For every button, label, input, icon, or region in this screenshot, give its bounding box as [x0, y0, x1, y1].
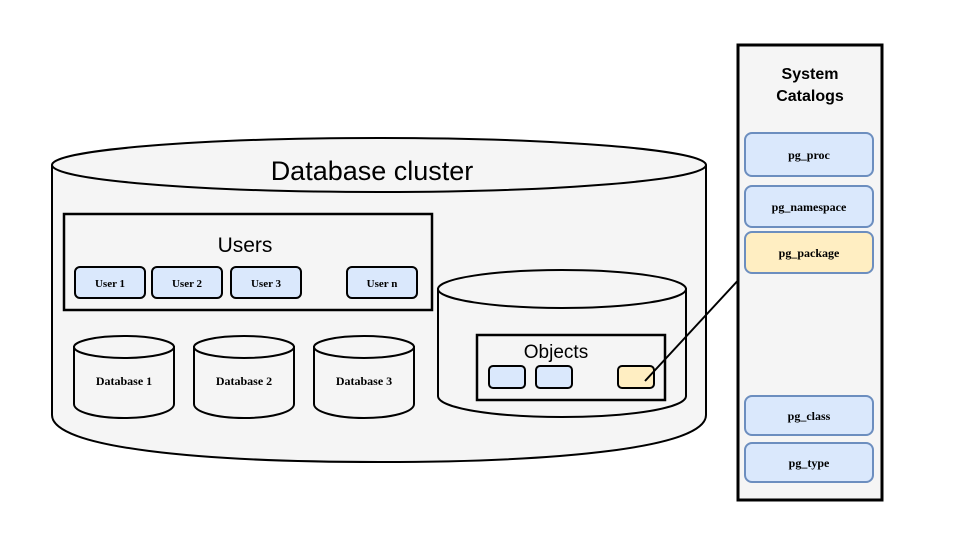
- objects-group-title: Objects: [524, 342, 588, 363]
- database-cylinder-label: Database 1: [96, 374, 152, 388]
- catalog-entry-label: pg_proc: [788, 148, 830, 162]
- user-chip-label: User 2: [172, 278, 203, 290]
- cluster-title: Database cluster: [271, 156, 474, 186]
- user-chip-3[interactable]: User 3: [230, 266, 302, 299]
- catalog-entry-pg-namespace[interactable]: pg_namespace: [744, 185, 874, 228]
- database-cylinder-1[interactable]: Database 1: [73, 335, 175, 420]
- catalog-entry-label: pg_class: [788, 409, 831, 423]
- catalog-entry-pg-type[interactable]: pg_type: [744, 442, 874, 483]
- user-chip-label: User 1: [95, 278, 125, 290]
- users-group[interactable]: Users User 1 User 2 User 3 User n: [62, 212, 434, 312]
- catalog-entry-pg-package[interactable]: pg_package: [744, 231, 874, 274]
- catalog-entry-pg-class[interactable]: pg_class: [744, 395, 874, 436]
- objects-cylinder[interactable]: Objects: [437, 269, 687, 419]
- user-chip-n[interactable]: User n: [346, 266, 418, 299]
- system-catalogs-title-line2: Catalogs: [776, 88, 844, 105]
- objects-group[interactable]: Objects: [475, 333, 667, 402]
- users-group-title: Users: [218, 234, 273, 257]
- catalog-entry-pg-proc[interactable]: pg_proc: [744, 132, 874, 177]
- database-cylinder-label: Database 2: [216, 374, 272, 388]
- user-chip-1[interactable]: User 1: [74, 266, 146, 299]
- database-cylinder-label: Database 3: [336, 374, 392, 388]
- object-box-3-highlighted[interactable]: [617, 365, 655, 389]
- user-chip-label: User 3: [251, 278, 282, 290]
- system-catalogs-title-line1: System: [782, 66, 839, 83]
- object-box-2[interactable]: [535, 365, 573, 389]
- catalog-entry-label: pg_namespace: [772, 200, 847, 214]
- catalog-entry-label: pg_type: [789, 456, 830, 470]
- user-chip-2[interactable]: User 2: [151, 266, 223, 299]
- database-cylinder-3[interactable]: Database 3: [313, 335, 415, 420]
- database-cylinder-2[interactable]: Database 2: [193, 335, 295, 420]
- user-chip-label: User n: [367, 278, 398, 290]
- catalog-entry-label: pg_package: [779, 246, 840, 260]
- object-box-1[interactable]: [488, 365, 526, 389]
- system-catalogs-panel[interactable]: System Catalogs pg_proc pg_namespace pg_…: [736, 43, 884, 502]
